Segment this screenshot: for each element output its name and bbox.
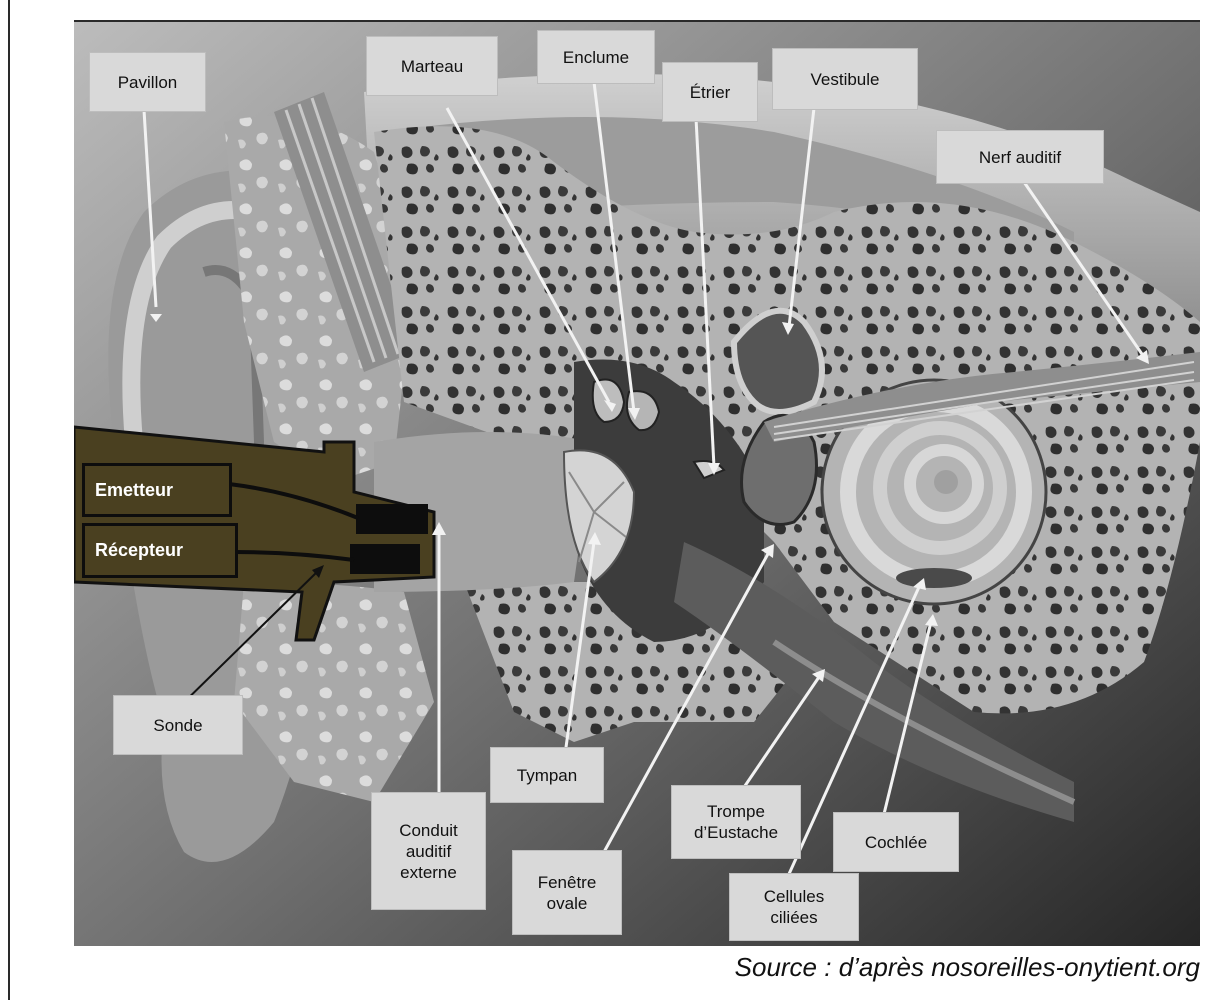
label-sonde-text: Sonde <box>153 715 202 736</box>
label-marteau-text: Marteau <box>401 56 463 77</box>
label-pavillon: Pavillon <box>89 52 206 112</box>
label-tympan-text: Tympan <box>517 765 577 786</box>
source-caption: Source : d’après nosoreilles-onytient.or… <box>670 952 1200 983</box>
label-fenetre-line2: ovale <box>547 893 588 914</box>
label-conduit-auditif-externe: Conduit auditif externe <box>371 792 486 910</box>
label-fenetre-ovale: Fenêtre ovale <box>512 850 622 935</box>
label-cellules-line2: ciliées <box>770 907 817 928</box>
label-etrier: Étrier <box>662 62 758 122</box>
left-border-rule <box>8 0 10 1000</box>
label-nerf-auditif: Nerf auditif <box>936 130 1104 184</box>
label-trompe-line1: Trompe <box>707 801 765 822</box>
label-conduit-line2: auditif <box>406 841 451 862</box>
label-cochlee: Cochlée <box>833 812 959 872</box>
label-enclume: Enclume <box>537 30 655 84</box>
label-conduit-line3: externe <box>400 862 457 883</box>
label-marteau: Marteau <box>366 36 498 96</box>
label-cellules-line1: Cellules <box>764 886 824 907</box>
label-conduit-line1: Conduit <box>399 820 458 841</box>
label-tympan: Tympan <box>490 747 604 803</box>
label-emetteur: Emetteur <box>82 463 232 517</box>
ear-anatomy-figure: Pavillon Marteau Enclume Étrier Vestibul… <box>74 22 1200 946</box>
label-fenetre-line1: Fenêtre <box>538 872 597 893</box>
label-recepteur-text: Récepteur <box>95 540 183 561</box>
label-nerf-auditif-text: Nerf auditif <box>979 147 1061 168</box>
label-etrier-text: Étrier <box>690 82 731 103</box>
label-pavillon-text: Pavillon <box>118 72 178 93</box>
label-trompe-eustache: Trompe d’Eustache <box>671 785 801 859</box>
label-vestibule-text: Vestibule <box>811 69 880 90</box>
label-recepteur: Récepteur <box>82 523 238 578</box>
label-sonde: Sonde <box>113 695 243 755</box>
label-enclume-text: Enclume <box>563 47 629 68</box>
label-vestibule: Vestibule <box>772 48 918 110</box>
label-cochlee-text: Cochlée <box>865 832 927 853</box>
label-cellules-ciliees: Cellules ciliées <box>729 873 859 941</box>
label-emetteur-text: Emetteur <box>95 480 173 501</box>
label-trompe-line2: d’Eustache <box>694 822 778 843</box>
